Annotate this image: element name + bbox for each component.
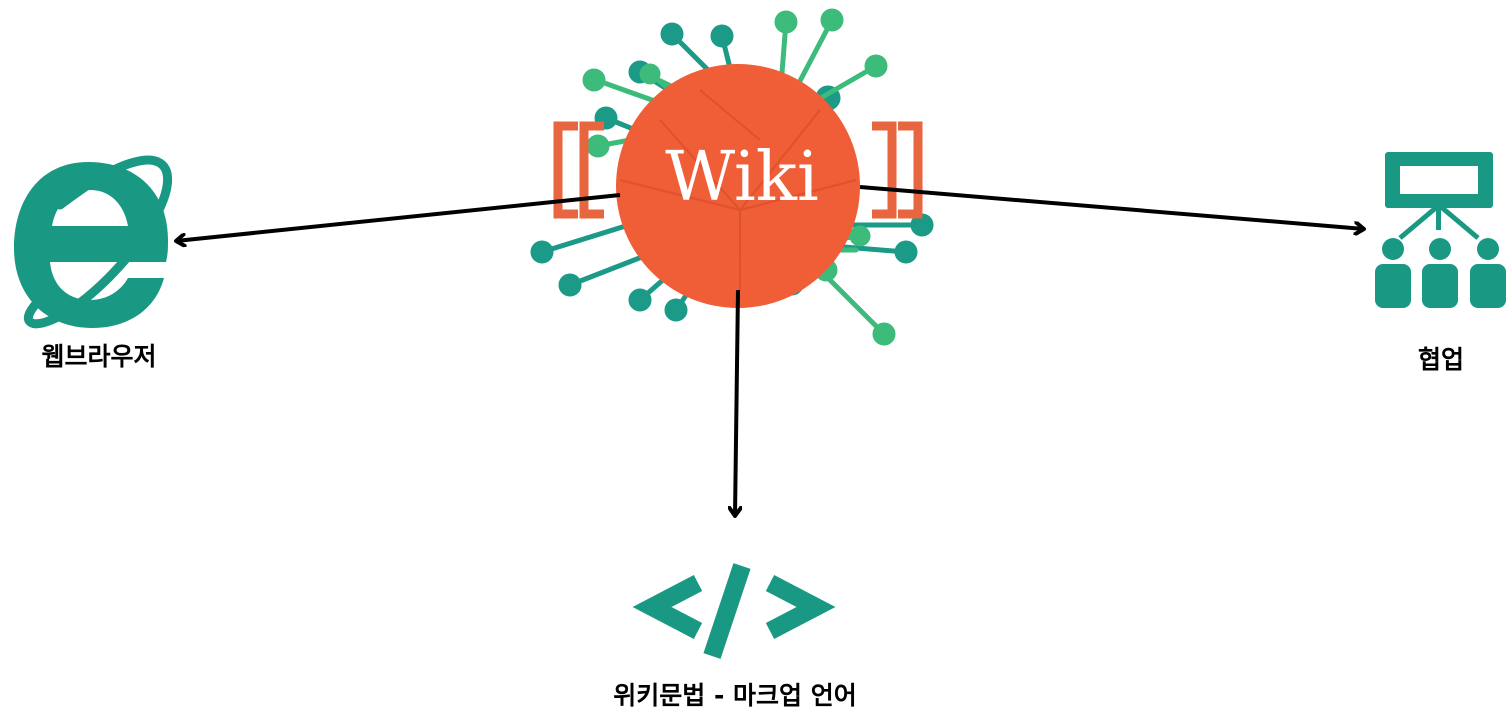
wiki-brackets: [553, 121, 923, 219]
markup-label: 위키문법 - 마크업 언어: [613, 681, 857, 710]
wiki-logo: Wiki: [530, 8, 934, 346]
wiki-logo-text: Wiki: [665, 138, 818, 217]
arrow-to-collaboration: [859, 185, 1364, 229]
team-hierarchy-icon: [1375, 152, 1506, 308]
arrow-to-browser: [176, 193, 621, 241]
internet-explorer-icon: [14, 155, 172, 329]
arrows: [176, 185, 1364, 516]
inner-network: [619, 89, 857, 290]
browser-label: 웹브라우저: [41, 342, 156, 371]
arrow-to-markup: [735, 289, 738, 516]
wiki-orange-circle: [616, 64, 860, 308]
code-icon: [632, 563, 836, 659]
collaboration-label: 협업: [1418, 345, 1464, 374]
